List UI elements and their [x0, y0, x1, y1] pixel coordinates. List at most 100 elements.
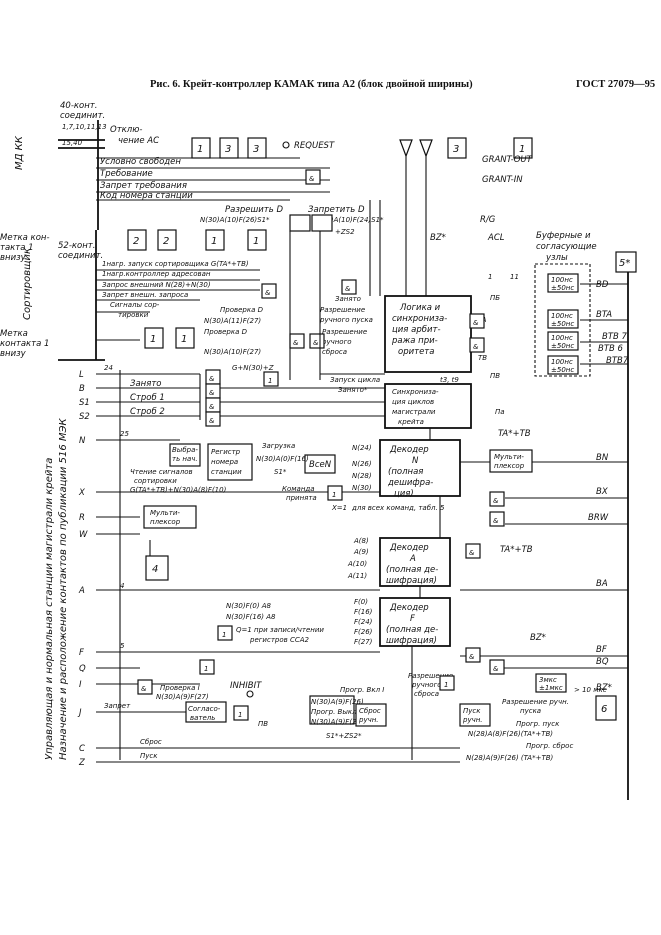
right-mux: TA*+TB Мульти- плексор BN BX BRW	[460, 429, 628, 525]
svg-text:BTB 6: BTB 6	[598, 344, 624, 354]
svg-text:N(30)A(9)F(26): N(30)A(9)F(26)	[311, 698, 364, 706]
register-block: Выбра- ть нач. Регистр номера станции За…	[130, 442, 309, 529]
svg-text:Прогр. пуск: Прогр. пуск	[516, 720, 560, 728]
svg-text:&: &	[141, 685, 147, 693]
svg-text:3: 3	[453, 144, 459, 155]
standard-number: ГОСТ 27079—95	[576, 79, 656, 90]
decoder-a: 4 Декодер A (полная де- шифрация) A(8) A…	[145, 537, 628, 591]
svg-text:4: 4	[120, 582, 124, 590]
svg-text:ция циклов: ция циклов	[392, 398, 434, 406]
svg-text:TA*+TB: TA*+TB	[500, 545, 533, 555]
svg-text:согласующие: согласующие	[536, 242, 597, 252]
command-accepted: Команда принята 1 X=1 для всех команд, т…	[282, 485, 445, 512]
svg-text:&: &	[313, 339, 319, 347]
svg-text:Загрузка: Загрузка	[262, 442, 295, 450]
svg-text:Прогр. Выкл I: Прогр. Выкл I	[311, 708, 361, 716]
svg-text:L: L	[79, 370, 84, 380]
pins-top: 1,7,10,11,13	[62, 123, 107, 131]
svg-text:±50нс: ±50нс	[551, 284, 574, 292]
svg-text:1: 1	[222, 631, 226, 639]
svg-text:N: N	[412, 456, 419, 466]
svg-text:1нагр. запуск сортировщика G(T: 1нагр. запуск сортировщика G(TA*+TB)	[102, 260, 249, 268]
svg-text:1: 1	[204, 665, 208, 673]
svg-text:3: 3	[225, 144, 231, 155]
svg-text:&: &	[209, 375, 215, 383]
mark-bot: Метка	[0, 329, 28, 339]
svg-text:REQUEST: REQUEST	[294, 141, 335, 151]
svg-text:BX: BX	[596, 487, 608, 497]
svg-text:+ZS2: +ZS2	[335, 228, 355, 236]
svg-text:&: &	[209, 417, 215, 425]
svg-text:ция арбит-: ция арбит-	[392, 325, 441, 335]
conn52-label: 52-конт.	[58, 241, 95, 251]
svg-text:ручного пуска: ручного пуска	[319, 316, 373, 324]
svg-text:Z: Z	[78, 758, 85, 768]
svg-text:плексор: плексор	[494, 462, 525, 470]
decoder-n: Декодер N (полная дешифра- ция) N(24) N(…	[304, 439, 461, 499]
svg-text:оритета: оритета	[398, 347, 434, 357]
svg-text:3: 3	[253, 144, 259, 155]
svg-text:4: 4	[152, 564, 158, 575]
svg-text:X: X	[78, 488, 85, 498]
svg-text:&: &	[493, 497, 499, 505]
svg-text:регистров CCA2: регистров CCA2	[249, 636, 310, 644]
svg-text:N(30)F(16) A8: N(30)F(16) A8	[226, 613, 276, 621]
svg-text:N(30)A(10)F(24)S1*: N(30)A(10)F(24)S1*	[314, 216, 384, 224]
svg-text:±50нс: ±50нс	[551, 320, 574, 328]
svg-text:Команда: Команда	[282, 485, 315, 493]
buffers: Буферные и согласующие узлы 100нс±50нс 1…	[488, 231, 637, 800]
svg-text:N: N	[79, 436, 86, 446]
svg-text:сброса: сброса	[414, 690, 439, 698]
svg-text:2: 2	[163, 236, 169, 247]
svg-text:&: &	[345, 285, 351, 293]
svg-text:BF: BF	[596, 645, 607, 655]
svg-text:Q: Q	[79, 664, 86, 674]
svg-text:Прогр. Вкл I: Прогр. Вкл I	[340, 686, 384, 694]
svg-text:Запрет: Запрет	[104, 702, 131, 710]
svg-text:Проверка D: Проверка D	[204, 328, 248, 336]
svg-text:крейта: крейта	[398, 418, 424, 426]
svg-text:1: 1	[150, 334, 156, 345]
svg-text:(полная: (полная	[388, 467, 423, 477]
svg-text:чение АС: чение АС	[118, 136, 159, 146]
svg-text:Занято*: Занято*	[338, 386, 368, 394]
svg-text:Прогр. сброс: Прогр. сброс	[526, 742, 573, 750]
svg-text:Декодер: Декодер	[389, 603, 429, 613]
svg-text:1: 1	[332, 491, 336, 499]
svg-text:S1: S1	[79, 398, 90, 408]
svg-text:Сброс: Сброс	[140, 738, 162, 746]
svg-text:ПВ: ПВ	[490, 372, 500, 380]
svg-text:Проверка D: Проверка D	[220, 306, 264, 314]
svg-text:1: 1	[211, 236, 217, 247]
svg-text:ручного: ручного	[411, 681, 442, 689]
svg-text:J: J	[77, 708, 82, 718]
svg-text:ПБ: ПБ	[490, 294, 500, 302]
svg-text:F: F	[410, 614, 415, 624]
svg-text:S1*: S1*	[274, 468, 287, 476]
svg-text:Занято: Занято	[335, 295, 361, 303]
svg-text:&: &	[209, 403, 215, 411]
svg-text:I: I	[79, 680, 82, 690]
svg-text:дешифра-: дешифра-	[387, 478, 433, 488]
svg-text:N(30)A(10)F(27): N(30)A(10)F(27)	[204, 348, 261, 356]
top-signals: Отклю- чение АС Условно свободен Требова…	[96, 125, 330, 201]
conn40-label-b: соединит.	[60, 111, 105, 121]
svg-text:Требование: Требование	[100, 169, 153, 179]
svg-text:N(30)A(10)F(26)S1*: N(30)A(10)F(26)S1*	[200, 216, 270, 224]
svg-text:t3, t9: t3, t9	[440, 376, 459, 384]
mark-top3: внизу	[0, 253, 27, 263]
svg-text:&: &	[209, 389, 215, 397]
svg-text:BTA: BTA	[596, 310, 612, 320]
vertical-label-2: Назначение и расположение контактов по п…	[57, 418, 69, 760]
svg-text:TA*+TB: TA*+TB	[498, 429, 531, 439]
svg-text:G+N(30)+Z: G+N(30)+Z	[232, 364, 274, 372]
figure-caption: Рис. 6. Крейт-контроллер КАМАК типа А2 (…	[150, 79, 473, 90]
svg-text:Разрешение: Разрешение	[322, 328, 367, 336]
svg-text:Регистр: Регистр	[211, 448, 241, 456]
svg-text:3мкс: 3мкс	[539, 676, 557, 684]
inhibit-area: Проверка I N(30)A(9)F(27) INHIBIT Запрет…	[104, 672, 617, 762]
svg-text:Запрет внешн. запроса: Запрет внешн. запроса	[102, 291, 188, 299]
svg-text:N(26): N(26)	[352, 460, 372, 468]
mdkk-label: МД КК	[14, 135, 25, 170]
svg-text:&: &	[293, 339, 299, 347]
